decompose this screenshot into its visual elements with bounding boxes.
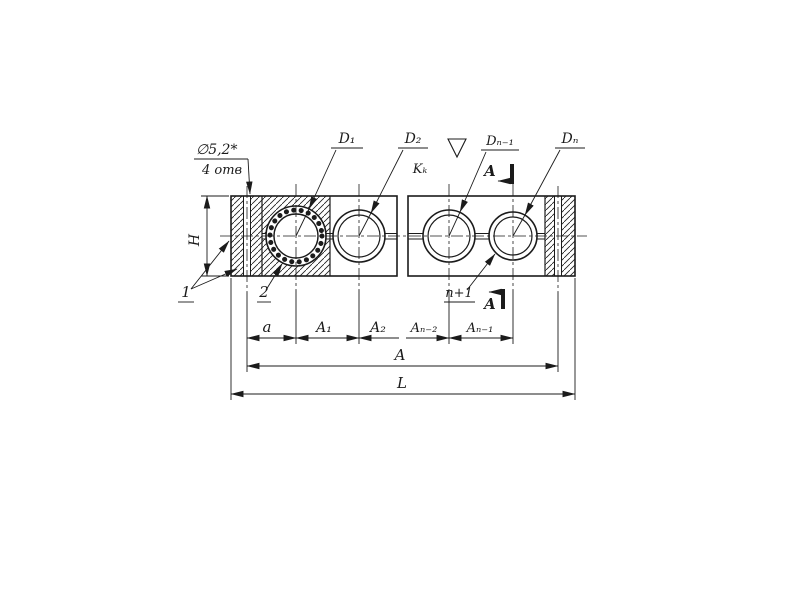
dimension-labels: a A₁ A₂ Aₙ₋₂ Aₙ₋₁ A L H: [187, 233, 493, 392]
hole-dn-1-label: Dₙ₋₁: [485, 134, 514, 149]
dim-an-1-label: Aₙ₋₁: [466, 321, 494, 336]
roughness-label: Kₖ: [412, 162, 428, 177]
centerlines: [220, 184, 587, 292]
callout-labels: ∅5,2* 4 отв D₁ D₂ Dₙ₋₁ Dₙ 1 2 n+1 Kₖ: [181, 131, 579, 301]
part-right-segment: [407, 195, 576, 277]
section-a-bottom-label: A: [482, 295, 496, 313]
dim-a-label: a: [263, 318, 272, 336]
dim-a1-label: A₁: [314, 320, 332, 336]
hole-dia-label: ∅5,2*: [196, 142, 237, 158]
item-1-label: 1: [181, 283, 191, 301]
section-labels: A A: [482, 162, 496, 313]
dim-a2-label: A₂: [368, 320, 386, 336]
dim-A-label: A: [393, 346, 406, 364]
roughness-triangle: [447, 138, 467, 159]
item-2-label: 2: [258, 283, 269, 301]
item-n-plus-1-label: n+1: [445, 286, 473, 301]
dim-H-label: H: [187, 233, 203, 247]
hole-d1-label: D₁: [338, 131, 356, 147]
section-marks: [488, 164, 514, 309]
hole-d2-label: D₂: [404, 131, 422, 147]
hole-qty-label: 4 отв: [201, 163, 242, 178]
section-a-top-label: A: [482, 162, 496, 180]
dim-an-2-label: Aₙ₋₂: [410, 321, 438, 336]
hole-dn-label: Dₙ: [561, 131, 579, 147]
dimensions-group: [201, 195, 576, 400]
dim-L-label: L: [396, 374, 407, 392]
callouts-group: [178, 138, 585, 303]
